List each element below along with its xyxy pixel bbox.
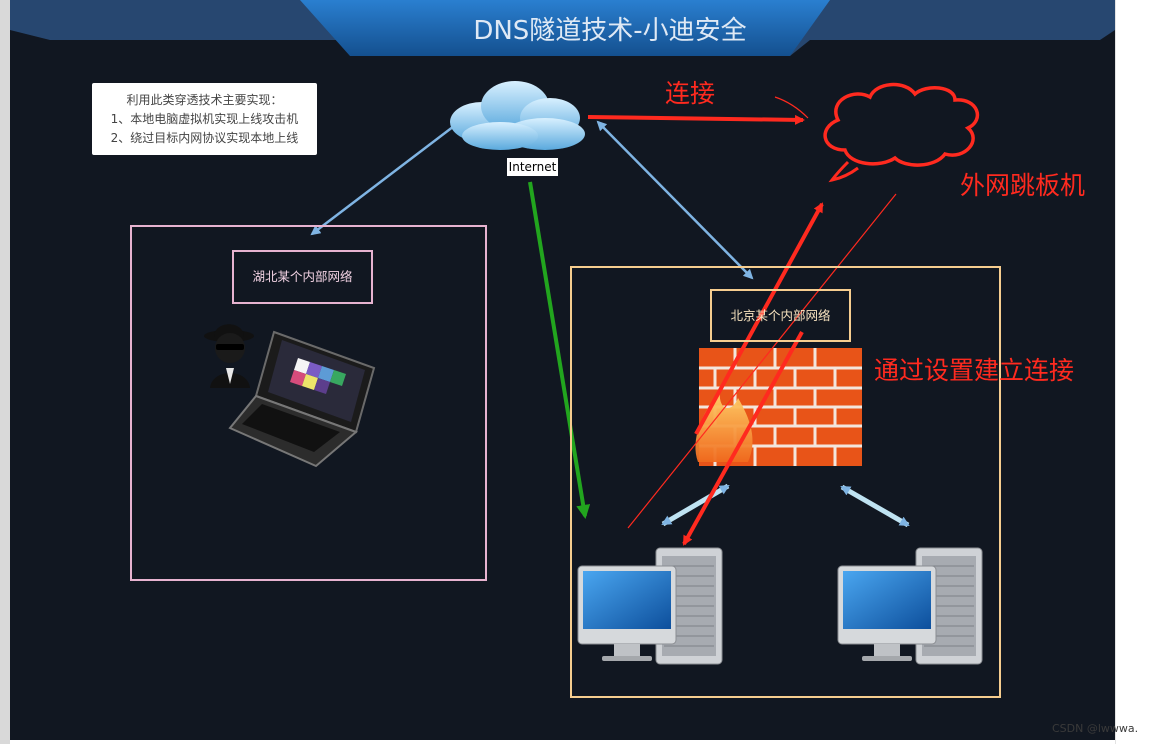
note-line: 1、本地电脑虚拟机实现上线攻击机 <box>110 112 299 126</box>
connect-arrow <box>587 114 805 125</box>
title-banner <box>10 0 1115 56</box>
firewall-right-link <box>840 484 910 528</box>
desktop-computer-icon <box>837 547 983 665</box>
green-arrow <box>528 181 591 519</box>
internet-beijing-link <box>596 120 754 280</box>
window-right-edge <box>1115 0 1150 744</box>
tunnel-thin-line <box>627 193 897 529</box>
beijing-network-region <box>570 266 1001 698</box>
note-line: 2、绕过目标内网协议实现本地上线 <box>110 131 299 145</box>
watermark: CSDN @lwwwa. <box>1052 722 1139 735</box>
laptop-icon <box>228 330 376 468</box>
cloud-icon <box>450 81 585 150</box>
tunnel-arrow-up <box>694 202 824 435</box>
jump-server-cloud-icon <box>823 82 980 183</box>
hubei-internet-link <box>310 118 464 236</box>
jump-server-label: 外网跳板机 <box>960 171 1086 200</box>
hacker-icon <box>204 324 254 388</box>
diagram-slide: DNS隧道技术-小迪安全 利用此类穿透技术主要实现： 1、本地电脑虚拟机实现上线… <box>10 0 1115 740</box>
hubei-network-region <box>130 225 487 581</box>
slide-title: DNS隧道技术-小迪安全 <box>473 16 747 46</box>
internet-label: Internet <box>507 158 558 176</box>
connect-label: 连接 <box>665 79 716 108</box>
setup-connection-label: 通过设置建立连接 <box>874 356 1075 385</box>
hubei-network-label: 湖北某个内部网络 <box>232 250 373 304</box>
note-box: 利用此类穿透技术主要实现： 1、本地电脑虚拟机实现上线攻击机 2、绕过目标内网协… <box>92 83 317 155</box>
firewall-left-link <box>661 483 730 527</box>
tunnel-arrow-down <box>682 331 804 546</box>
desktop-computer-icon <box>577 547 723 665</box>
diagram-canvas <box>10 0 1115 665</box>
note-line: 利用此类穿透技术主要实现： <box>126 93 283 107</box>
window-left-edge <box>0 0 10 744</box>
beijing-network-label: 北京某个内部网络 <box>710 289 851 342</box>
